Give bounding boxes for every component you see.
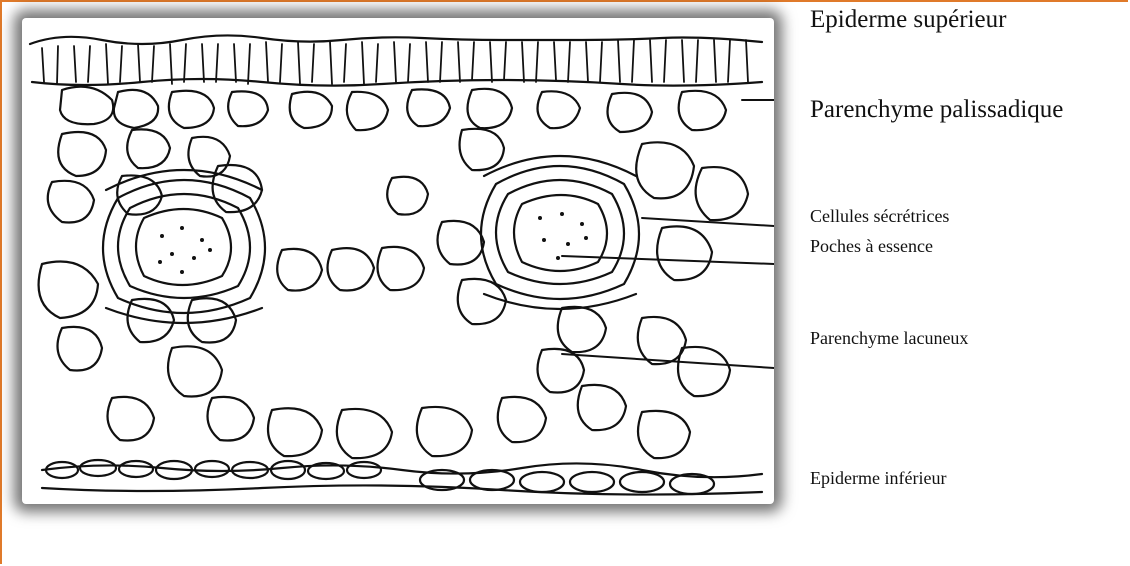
secretory-pocket-left <box>103 170 265 323</box>
secretory-pocket-right <box>481 156 639 309</box>
secretory-pocket-right-dots <box>538 212 588 260</box>
label-poches-a-essence: Poches à essence <box>810 236 933 257</box>
leaf-section-svg <box>22 18 774 504</box>
parenchyma-cells <box>39 87 748 458</box>
secretory-pocket-left-dots <box>158 226 212 274</box>
label-parenchyme-lacuneux: Parenchyme lacuneux <box>810 328 968 349</box>
upper-epidermis <box>30 35 762 44</box>
label-cellules-secretrices: Cellules sécrétrices <box>810 206 949 227</box>
label-epiderme-inferieur: Epiderme inférieur <box>810 468 946 489</box>
label-parenchyme-palissadique: Parenchyme palissadique <box>810 96 1063 124</box>
leaf-cross-section-drawing <box>22 18 774 504</box>
palisade-cells <box>42 40 748 84</box>
pointer-lines <box>562 100 774 368</box>
label-epiderme-superieur: Epiderme supérieur <box>810 6 1006 34</box>
